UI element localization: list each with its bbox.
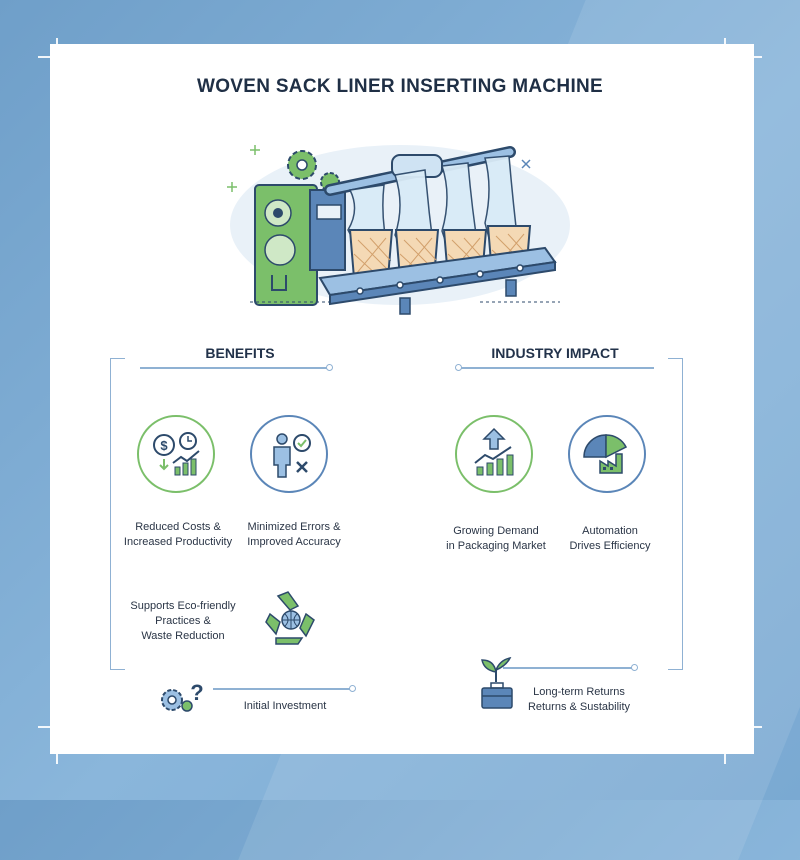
briefcase-plant-icon <box>481 656 513 709</box>
returns-caption: Long-term Returns Returns & Sustability <box>527 686 631 713</box>
benefits-heading-rule <box>140 363 333 371</box>
cost-productivity-icon: $ <box>137 415 215 493</box>
accuracy-icon <box>250 415 328 493</box>
industry-caption-demand: Growing Demand in Packaging Market <box>446 525 546 552</box>
benefit-caption-accuracy: Minimized Errors & Improved Accuracy <box>247 521 341 548</box>
industry-heading: INDUSTRY IMPACT <box>491 345 619 361</box>
recycle-globe-icon <box>265 591 315 645</box>
gear-question-icon: ? <box>161 680 204 712</box>
rule-dot <box>631 663 638 671</box>
rule-dot <box>349 684 356 692</box>
svg-text:?: ? <box>190 680 203 705</box>
initial-investment-label: Initial Investment <box>243 700 327 712</box>
benefit-caption-costs: Reduced Costs & Increased Productivity <box>123 521 233 548</box>
svg-text:$: $ <box>160 438 168 453</box>
benefit-caption-eco: Supports Eco-friendly Practices & Waste … <box>130 600 236 642</box>
benefits-bracket <box>110 358 125 670</box>
page-title: WOVEN SACK LINER INSERTING MACHINE <box>196 76 604 97</box>
factory-gauge-icon <box>568 415 646 493</box>
industry-caption-automation: Automation Drives Efficiency <box>569 525 651 552</box>
industry-heading-rule <box>455 363 654 371</box>
benefits-heading: BENEFITS <box>205 345 275 361</box>
returns-rule <box>503 663 638 671</box>
liner-machine-illustration <box>227 145 570 315</box>
growth-chart-icon <box>455 415 533 493</box>
industry-bracket <box>668 358 683 670</box>
rule-dot <box>455 363 462 371</box>
rule-dot <box>326 363 333 371</box>
investment-rule <box>213 684 356 692</box>
